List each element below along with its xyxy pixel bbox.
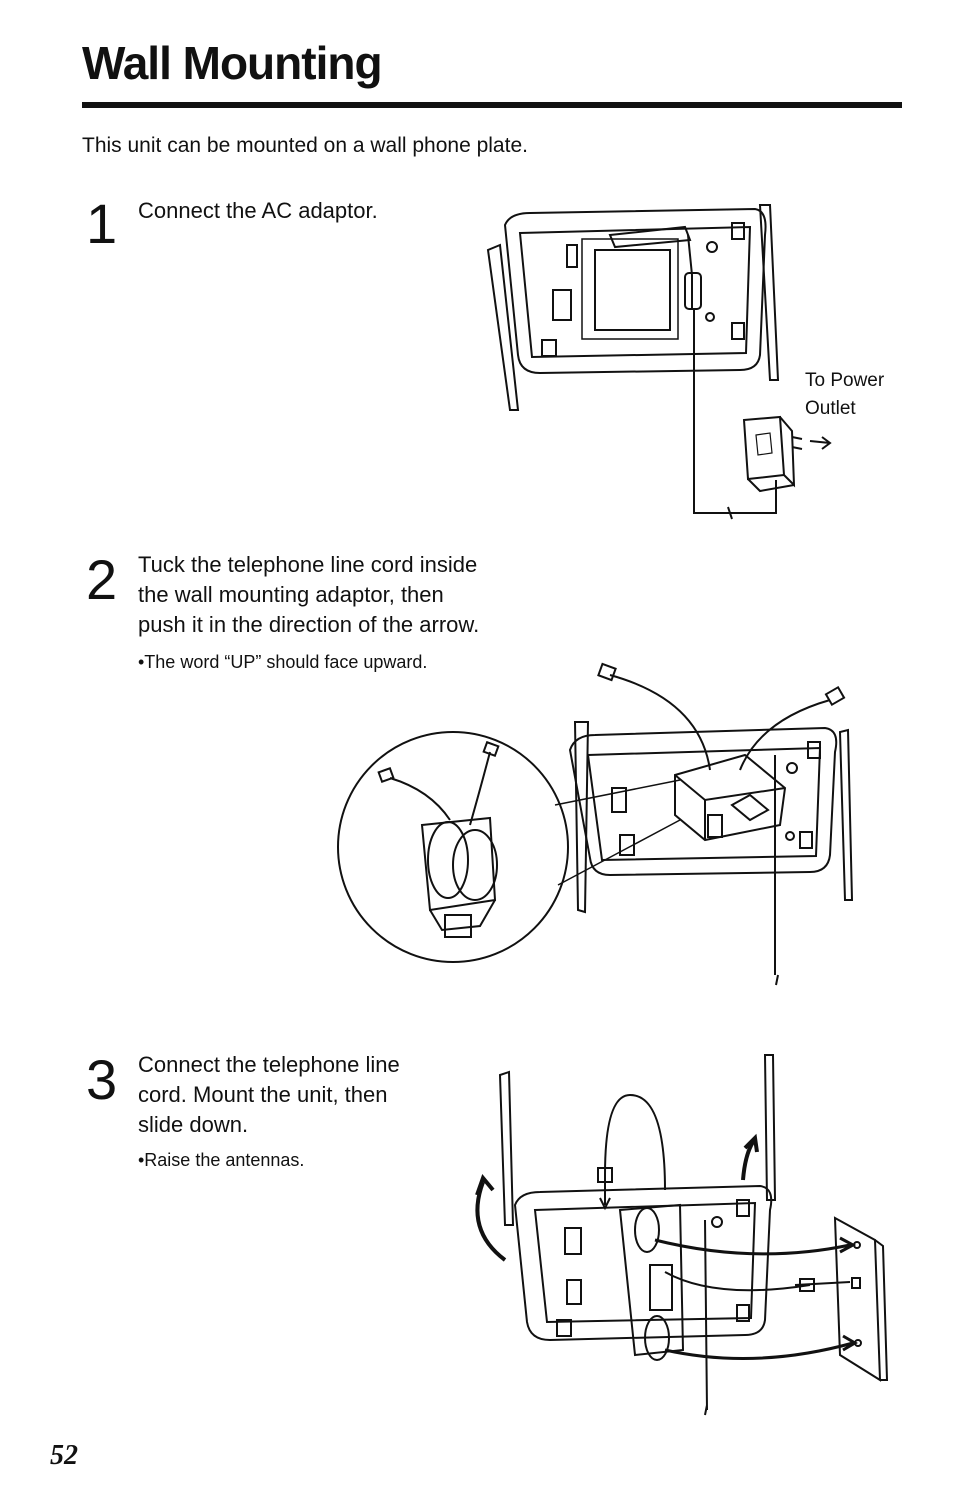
step-3-note: •Raise the antennas. (138, 1150, 305, 1170)
step-3-number: 3 (86, 1048, 118, 1111)
step-1-text: Connect the AC adaptor. (138, 198, 378, 223)
wall-mount-adaptor-illustration (330, 660, 870, 990)
step-1-number: 1 (86, 192, 118, 255)
title-rule (82, 102, 902, 108)
page-title: Wall Mounting (82, 37, 383, 89)
step-2-number: 2 (86, 548, 118, 611)
step-2-text: Tuck the telephone line cord inside the … (138, 552, 480, 637)
power-outlet-label: To Power Outlet (805, 370, 885, 419)
step-2-note: •The word “UP” should face upward. (138, 652, 428, 672)
page-number: 52 (50, 1440, 78, 1471)
wall-mounting-illustration (455, 1050, 900, 1420)
intro-text: This unit can be mounted on a wall phone… (82, 134, 528, 157)
step-3-text: Connect the telephone line cord. Mount t… (138, 1052, 400, 1137)
base-unit-with-ac-adaptor-illustration (470, 195, 840, 525)
